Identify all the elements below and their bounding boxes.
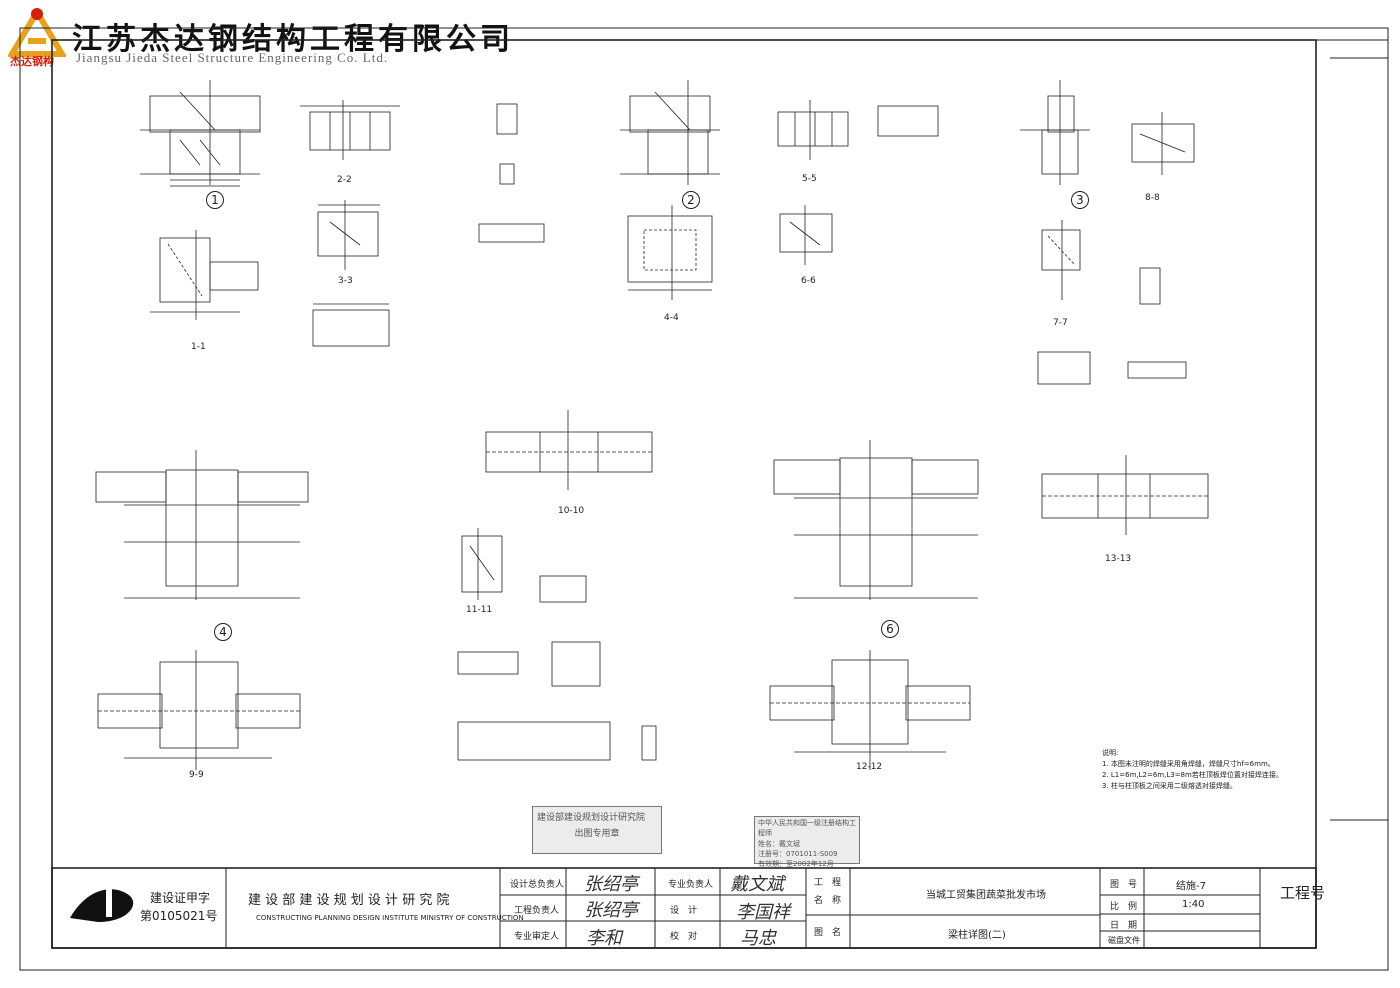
- section-label-3-3: 3-3: [338, 276, 353, 286]
- section-7-7: [1041, 220, 1081, 300]
- section-label-6-6: 6-6: [801, 276, 816, 286]
- section-label-4-4: 4-4: [664, 313, 679, 323]
- plates-right: [1037, 267, 1187, 385]
- section-label-5-5: 5-5: [802, 174, 817, 184]
- signature-review: 李和: [586, 928, 622, 949]
- stamp-line: 出图专用章: [574, 829, 620, 839]
- plates-center: [457, 575, 657, 761]
- note-item: 3. 柱与柱顶板之间采用二级熔透对接焊缝。: [1102, 782, 1237, 790]
- signature-design-chief: 张绍亭: [584, 874, 638, 895]
- detail-2-elevation: [620, 80, 720, 185]
- signature-project-lead: 张绍亭: [584, 900, 638, 921]
- disk-file-label: 磁盘文件: [1108, 936, 1140, 945]
- institute-name-cn: 建 设 部 建 设 规 划 设 计 研 究 院: [248, 893, 450, 908]
- institute-stamp: 建设部建设规划设计研究院 出图专用章: [532, 806, 662, 854]
- role-discipline-lead: 专业负责人: [668, 880, 714, 890]
- detail-1-elevation: [140, 80, 261, 187]
- stamp-line: 有效期：至2002年12月: [758, 860, 834, 868]
- drawing-no-label: 图 号: [1110, 880, 1138, 890]
- stamp-line: 姓名：戴文斌: [758, 840, 800, 848]
- detail-3-elevation: [1020, 80, 1090, 185]
- role-design-chief: 设计总负责人: [510, 880, 565, 890]
- role-review: 专业审定人: [514, 932, 560, 942]
- plates-top-middle: [478, 103, 545, 243]
- date-label: 日 期: [1110, 921, 1138, 931]
- project-no-label: 工程号: [1280, 884, 1326, 902]
- section-6-6: [779, 205, 833, 265]
- section-3-3: [317, 200, 380, 270]
- stamp-line: 注册号：0701011-S009: [758, 850, 838, 858]
- note-item: 1. 本图未注明的焊缝采用角焊缝，焊缝尺寸hf=6mm。: [1102, 760, 1275, 768]
- scale-label: 比 例: [1110, 902, 1138, 912]
- detail-6-elevation: [773, 440, 979, 600]
- role-project-lead: 工程负责人: [514, 906, 560, 916]
- node-number-2: 2: [682, 191, 700, 209]
- section-8-8: [1131, 112, 1195, 175]
- company-logo-icon: [8, 8, 66, 57]
- section-label-12-12: 12-12: [856, 762, 883, 772]
- section-12-12: [769, 650, 971, 770]
- section-13-13: [1041, 455, 1209, 535]
- node-number-3: 3: [1071, 191, 1089, 209]
- role-design: 设 计: [670, 906, 698, 916]
- plate-1: [312, 303, 390, 347]
- section-10-10: [485, 410, 653, 490]
- section-5-5: [777, 100, 849, 160]
- brand-name: 杰达钢构: [10, 55, 54, 68]
- signature-check: 马忠: [740, 928, 776, 949]
- institute-name-en: CONSTRUCTING PLANNING DESIGN INSTITUTE M…: [256, 914, 524, 922]
- stamp-line: 建设部建设规划设计研究院: [537, 813, 646, 823]
- project-label-2: 名 称: [814, 896, 842, 906]
- plate-5: [877, 105, 939, 137]
- section-label-11-11: 11-11: [466, 605, 493, 615]
- scale-value: 1:40: [1182, 899, 1205, 910]
- engineer-stamp: 中华人民共和国一级注册结构工程师 姓名：戴文斌 注册号：0701011-S009…: [754, 816, 860, 868]
- signature-discipline-lead: 戴文斌: [730, 874, 784, 895]
- project-name: 当城工贸集团蔬菜批发市场: [926, 890, 1046, 901]
- project-label-1: 工 程: [814, 878, 842, 888]
- section-label-8-8: 8-8: [1145, 193, 1160, 203]
- detail-1-plan: [150, 230, 259, 320]
- section-9-9: [97, 650, 301, 770]
- cert-label: 建设证甲字: [150, 891, 211, 905]
- section-label-2-2: 2-2: [337, 175, 352, 185]
- role-check: 校 对: [670, 932, 698, 942]
- notes-title: 说明:: [1102, 749, 1119, 757]
- section-label-9-9: 9-9: [189, 770, 204, 780]
- section-label-7-7: 7-7: [1053, 318, 1068, 328]
- detail-4-elevation: [95, 450, 309, 600]
- section-label-13-13: 13-13: [1105, 554, 1132, 564]
- section-4-4: [627, 205, 713, 300]
- node-number-4: 4: [214, 623, 232, 641]
- section-label-10-10: 10-10: [558, 506, 585, 516]
- drawing-no: 结施-7: [1176, 881, 1206, 892]
- drawing-label: 图 名: [814, 928, 842, 938]
- drawing-name: 梁柱详图(二): [948, 930, 1006, 941]
- node-number-1: 1: [206, 191, 224, 209]
- node-number-6: 6: [881, 620, 899, 638]
- institute-logo-icon: [70, 887, 134, 922]
- section-label-1-1: 1-1: [191, 342, 206, 352]
- cert-number: 第0105021号: [140, 909, 218, 923]
- note-item: 2. L1=6m,L2=6m,L3=8m若柱顶板焊位置对接焊连接。: [1102, 771, 1283, 779]
- company-name-en: Jiangsu Jieda Steel Structure Engineerin…: [76, 50, 389, 65]
- stamp-line: 中华人民共和国一级注册结构工程师: [758, 819, 856, 837]
- section-11-11: [461, 528, 503, 600]
- signature-design: 李国祥: [736, 902, 790, 923]
- section-2-2: [300, 100, 400, 160]
- general-notes: 说明: 1. 本图未注明的焊缝采用角焊缝，焊缝尺寸hf=6mm。 2. L1=6…: [1102, 748, 1283, 792]
